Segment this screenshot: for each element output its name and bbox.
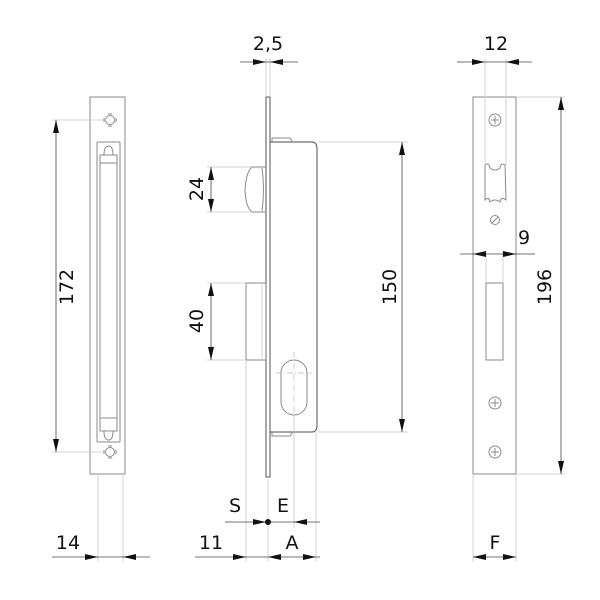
faceplate-outline: [472, 96, 517, 475]
latch-front: [484, 163, 507, 203]
case-tab: [271, 137, 294, 143]
arrow-icon: [294, 519, 307, 525]
arrow-icon: [503, 554, 516, 560]
faceplate-edge: [265, 96, 271, 478]
arrow-icon: [208, 347, 214, 360]
arrow-icon: [253, 59, 266, 65]
arrow-icon: [208, 167, 214, 180]
dim-label-f: F: [490, 532, 501, 554]
deadbolt-slot: [485, 282, 504, 361]
arrow-icon: [558, 97, 564, 110]
dim-label-s: S: [229, 495, 241, 517]
arrow-icon: [270, 59, 283, 65]
dim-label-24: 24: [186, 177, 208, 201]
arrow-icon: [268, 554, 281, 560]
dim-label-150: 150: [379, 269, 401, 305]
arrow-icon: [233, 554, 246, 560]
slotted-screw-icon: [490, 215, 500, 225]
arrow-icon: [208, 283, 214, 296]
arrow-icon: [303, 554, 316, 560]
strike-slot-bottom-cap: [103, 430, 114, 441]
dim-label-196: 196: [534, 269, 556, 305]
arrow-icon: [473, 554, 486, 560]
strike-plate-outline: [89, 96, 126, 475]
arrow-icon: [399, 419, 405, 432]
arrow-icon: [253, 519, 266, 525]
latch-bolt: [244, 166, 266, 213]
strike-slot-inner: [99, 154, 118, 432]
arrow-icon: [473, 251, 486, 257]
arrow-icon: [472, 59, 485, 65]
arrow-icon: [53, 439, 59, 452]
dim-label-9: 9: [518, 227, 530, 249]
lock-front-view: 12 9 196 F: [457, 33, 565, 562]
dim-label-40: 40: [186, 309, 208, 333]
arrow-icon: [399, 142, 405, 155]
case-tab: [271, 431, 294, 437]
dim-label-2-5: 2,5: [253, 33, 283, 55]
strike-plate-view: 172 14: [52, 96, 150, 562]
deadbolt: [245, 282, 267, 361]
dim-label-11: 11: [199, 532, 223, 554]
lock-side-view: 2,5 24 40 150 S E: [186, 33, 408, 562]
screw-icon: [488, 445, 502, 459]
screw-icon: [488, 396, 502, 410]
arrow-icon: [558, 461, 564, 474]
dim-label-14: 14: [56, 532, 80, 554]
screw-icon: [488, 113, 502, 127]
strike-slot-outer: [96, 141, 121, 443]
arrow-icon: [208, 199, 214, 212]
dim-label-a: A: [286, 532, 299, 554]
arrow-icon: [53, 120, 59, 133]
datum-point-icon: [265, 519, 271, 525]
lock-case: [270, 141, 318, 433]
latch-detail: [261, 167, 264, 212]
arrow-icon: [123, 554, 136, 560]
dim-label-e: E: [277, 495, 289, 517]
arrow-icon: [503, 251, 516, 257]
dim-label-172: 172: [56, 269, 78, 305]
dim-label-12: 12: [484, 33, 508, 55]
arrow-icon: [506, 59, 519, 65]
strike-slot-top-cap: [103, 145, 114, 156]
arrow-icon: [85, 554, 98, 560]
